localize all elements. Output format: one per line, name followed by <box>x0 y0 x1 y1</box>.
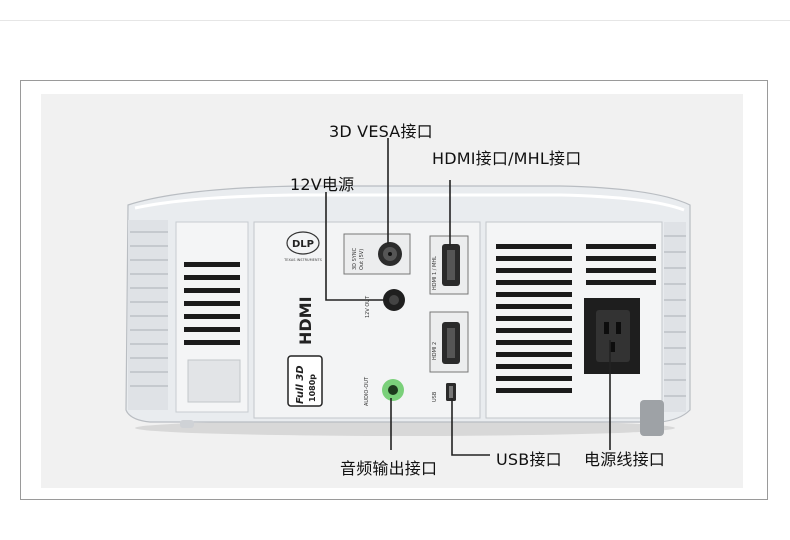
callout-hdmi-mhl: HDMI接口/MHL接口 <box>432 149 582 168</box>
left-side-vent <box>128 220 168 410</box>
sync-label-2: Out (5V) <box>359 249 365 270</box>
12v-out-port: 12V OUT <box>365 289 405 318</box>
usb-port: USB <box>432 383 456 402</box>
audio-out-port: AUDIO-OUT <box>364 376 404 406</box>
power12v-callout-line <box>325 192 384 301</box>
right-side-vent <box>664 222 686 412</box>
left-recess <box>187 359 241 403</box>
top-divider <box>0 20 790 21</box>
hdmi2-port: HDMI 2 <box>429 311 469 373</box>
callout-power-cord: 电源线接口 <box>584 450 666 469</box>
callout-usb: USB接口 <box>496 450 562 469</box>
right-vent-grille <box>496 244 656 393</box>
adjustable-foot <box>640 400 664 436</box>
hdmi-logo: HDMI <box>296 296 315 345</box>
resolution-text: 1080p <box>308 374 317 402</box>
dlp-sub-text: TEXAS INSTRUMENTS <box>283 258 322 262</box>
left-foot <box>180 420 194 428</box>
body-highlight <box>134 193 685 212</box>
callout-3d-vesa: 3D VESA接口 <box>329 122 433 141</box>
power-cord-socket <box>584 298 640 374</box>
12v-port-label: 12V OUT <box>365 295 371 318</box>
usb-port-label: USB <box>432 391 438 402</box>
3d-vesa-port: 3D SYNC Out (5V) <box>343 233 411 275</box>
sync-label-1: 3D SYNC <box>352 247 358 270</box>
audio-port-label: AUDIO-OUT <box>364 376 370 406</box>
full-3d-badge: Full 3D 1080p <box>287 355 323 407</box>
callout-12v-power: 12V电源 <box>290 175 355 194</box>
hdmi1-label: HDMI 1 / MHL <box>432 256 438 290</box>
full-3d-text: Full 3D <box>295 365 306 404</box>
callout-lines <box>325 138 611 456</box>
left-vent-grille <box>184 262 240 345</box>
dlp-logo: DLP TEXAS INSTRUMENTS <box>283 231 323 262</box>
usb-callout-line <box>451 398 490 456</box>
callout-audio-out: 音频输出接口 <box>340 459 438 478</box>
hdmi2-label: HDMI 2 <box>432 342 438 360</box>
hdmi1-port: HDMI 1 / MHL <box>429 235 469 295</box>
dlp-logo-text: DLP <box>292 239 314 250</box>
floor-shadow <box>135 420 675 436</box>
